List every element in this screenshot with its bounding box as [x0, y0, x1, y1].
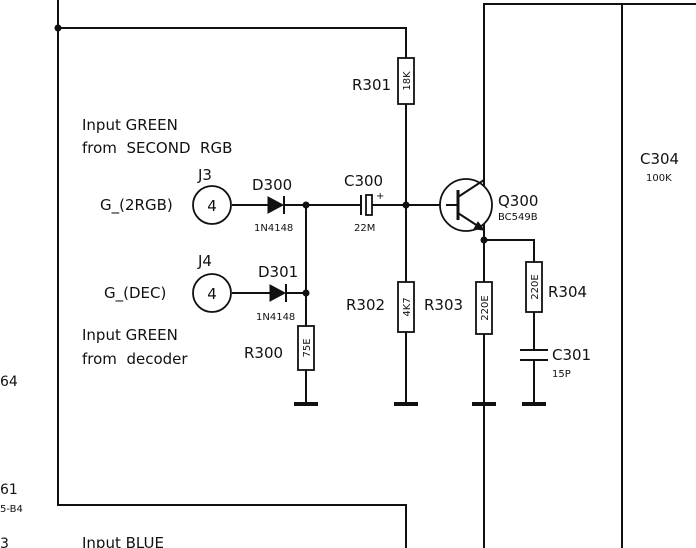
transistor-collector-lead [457, 179, 485, 198]
transistor-q300: Q300 BC549B [439, 178, 538, 240]
diode-icon [269, 284, 287, 302]
j3-pin: 4 [207, 197, 217, 215]
c301-ref: C301 [552, 346, 591, 364]
input-green-second-line1: Input GREEN [82, 116, 178, 134]
capacitor-c301: C301 15P [520, 346, 591, 380]
resistor-icon [397, 57, 415, 105]
diode-icon [267, 196, 285, 214]
transistor-icon [439, 178, 493, 232]
resistor-r300: 75E R300 [244, 325, 315, 371]
c304-ref: C304 [640, 150, 679, 168]
r302-value: 4K7 [402, 297, 413, 316]
r303-ref: R303 [424, 296, 463, 314]
emitter-to-r304-wire [484, 239, 535, 262]
capacitor-c304: C304 100K [640, 150, 679, 184]
margin-label-61: 61 [0, 482, 18, 498]
connector-j3: J3 G_(2RGB) 4 [100, 166, 232, 225]
junction-dot [402, 201, 410, 209]
connector-j4: J4 G_(DEC) 4 [104, 252, 232, 313]
j3-connector-icon [192, 185, 232, 225]
junction-dot [302, 289, 310, 297]
j4-signal: G_(DEC) [104, 284, 166, 303]
resistor-icon [475, 281, 493, 335]
d300-ref: D300 [252, 176, 292, 194]
r300-value: 75E [302, 338, 313, 357]
junction-dot [54, 24, 62, 32]
c300-polarity: + [376, 191, 384, 202]
margin-label-64: 64 [0, 374, 18, 390]
c300-ref: C300 [344, 172, 383, 190]
resistor-r301: 18K R301 [352, 57, 415, 105]
capacitor-icon [365, 194, 373, 216]
input-blue-line1: Input BLUE [82, 534, 164, 548]
wiring [54, 0, 696, 548]
r303-value: 220E [480, 295, 491, 320]
j4-pin: 4 [207, 285, 217, 303]
junction-dot [302, 201, 310, 209]
resistor-icon [525, 261, 543, 313]
c301-value: 15P [552, 369, 571, 380]
margin-label-5b4: 5-B4 [0, 504, 23, 515]
d301-ref: D301 [258, 263, 298, 281]
diode-d301: D301 1N4148 [256, 263, 298, 323]
d301-value: 1N4148 [256, 312, 295, 323]
resistor-r303: 220E R303 [424, 281, 493, 335]
j3-signal: G_(2RGB) [100, 196, 173, 215]
c304-value: 100K [646, 173, 672, 184]
emitter-arrow-icon [473, 221, 486, 231]
j4-connector-icon [192, 273, 232, 313]
c300-value: 22M [354, 223, 375, 234]
resistor-r304: 220E R304 [525, 261, 587, 313]
resistor-r302: 4K7 R302 [346, 281, 415, 333]
top-supply-wire [58, 27, 407, 58]
diode-d300: D300 1N4148 [252, 176, 293, 234]
d300-value: 1N4148 [254, 223, 293, 234]
q300-value: BC549B [498, 212, 538, 223]
r304-value: 220E [530, 274, 541, 299]
resistor-icon [297, 325, 315, 371]
left-frame-wire [57, 0, 407, 548]
capacitor-c300: C300 + 22M [344, 172, 384, 234]
margin-label-3: 3 [0, 536, 9, 548]
q300-ref: Q300 [498, 192, 538, 210]
j3-ref: J3 [197, 166, 212, 184]
input-green-decoder-line1: Input GREEN [82, 326, 178, 344]
resistor-icon [397, 281, 415, 333]
input-green-second-line2: from SECOND RGB [82, 139, 232, 157]
r300-ref: R300 [244, 344, 283, 362]
j4-ref: J4 [197, 252, 212, 270]
r301-ref: R301 [352, 76, 391, 94]
r304-ref: R304 [548, 283, 587, 301]
r301-value: 18K [402, 71, 413, 91]
r302-ref: R302 [346, 296, 385, 314]
collector-rail-wire [483, 3, 696, 548]
input-green-decoder-line2: from decoder [82, 350, 188, 368]
